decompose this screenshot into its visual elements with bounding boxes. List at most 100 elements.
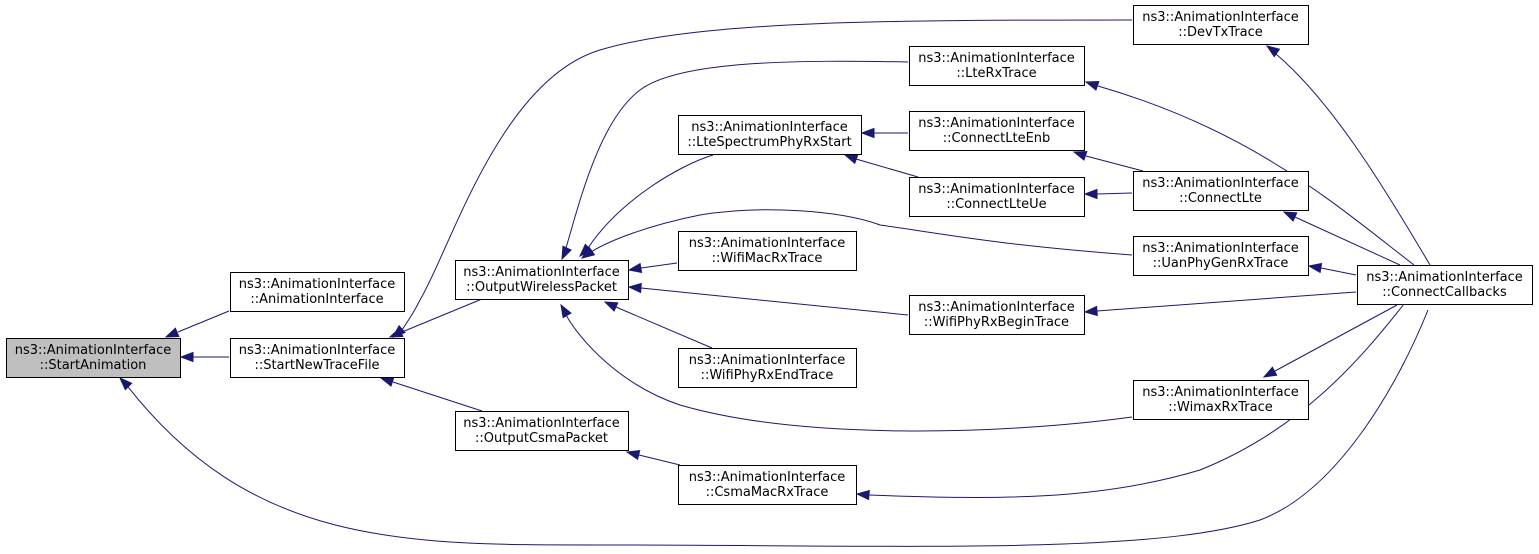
edge-connect_callbacks-to-wimax_rx_trace (1262, 304, 1398, 378)
arrowhead-icon (603, 301, 619, 312)
edge-wifi_mac_rx_trace-to-output_wireless_packet (627, 262, 678, 274)
arrowhead-icon (379, 376, 395, 387)
node-namespace-label: ns3::AnimationInterface (689, 470, 846, 485)
node-method-label: ::UanPhyGenRxTrace (1153, 256, 1289, 271)
edge-wifi_phy_rx_end_trace-to-output_wireless_packet (603, 301, 713, 349)
node-method-label: ::WifiMacRxTrace (712, 251, 823, 266)
edge-line (392, 381, 483, 412)
edge-line (590, 209, 1133, 256)
node-box[interactable] (455, 411, 629, 451)
node-method-label: ::StartNewTraceFile (254, 358, 379, 373)
arrowhead-icon (1083, 188, 1098, 200)
node-namespace-label: ns3::AnimationInterface (918, 116, 1075, 131)
node-box[interactable] (678, 231, 857, 271)
edge-line (868, 303, 1405, 498)
arrowhead-icon (1083, 305, 1098, 317)
edge-connect_callbacks-to-csma_mac_rx_trace (855, 303, 1405, 501)
node-box[interactable] (1133, 380, 1309, 420)
node-namespace-label: ns3::AnimationInterface (1142, 10, 1299, 25)
node-method-label: ::DevTxTrace (1178, 25, 1263, 40)
node-box[interactable] (6, 338, 181, 378)
node-box[interactable] (909, 295, 1085, 335)
node-namespace-label: ns3::AnimationInterface (463, 416, 620, 431)
edge-line (640, 262, 678, 269)
node-namespace-label: ns3::AnimationInterface (239, 277, 396, 292)
arrowhead-icon (179, 351, 194, 363)
nodes-layer: ns3::AnimationInterface::StartAnimationn… (6, 5, 1533, 505)
arrowhead-icon (118, 376, 133, 391)
node-connect-lte-ue[interactable]: ns3::AnimationInterface::ConnectLteUe (909, 177, 1085, 217)
edge-output_csma_packet-to-start_new_trace_file (379, 376, 483, 412)
edge-csma_mac_rx_trace-to-output_csma_packet (625, 449, 681, 466)
edge-line (124, 309, 1429, 547)
node-namespace-label: ns3::AnimationInterface (1366, 270, 1523, 285)
edge-line (855, 158, 919, 178)
node-box[interactable] (678, 348, 857, 388)
edge-connect_lte_ue-to-lte_spectrum_phy_rx_start (843, 154, 919, 178)
edge-line (1275, 53, 1431, 266)
node-connect-lte-enb[interactable]: ns3::AnimationInterface::ConnectLteEnb (909, 111, 1085, 151)
node-box[interactable] (909, 177, 1085, 217)
edge-line (1097, 85, 1415, 266)
node-wimax-rx-trace[interactable]: ns3::AnimationInterface::WimaxRxTrace (1133, 380, 1309, 420)
edge-wimax_rx_trace-to-output_wireless_packet (560, 303, 1133, 432)
edge-line (565, 60, 909, 249)
edge-connect_lte-to-connect_lte_ue (1083, 188, 1133, 200)
node-box[interactable] (1133, 236, 1309, 276)
edge-connect_callbacks-to-connect_lte (1282, 211, 1401, 266)
node-output-csma-packet[interactable]: ns3::AnimationInterface::OutputCsmaPacke… (455, 411, 629, 451)
arrowhead-icon (843, 154, 859, 165)
node-box[interactable] (678, 115, 862, 155)
arrowhead-icon (1282, 211, 1298, 222)
arrowhead-icon (1072, 150, 1088, 161)
edge-line (1096, 291, 1357, 312)
edge-line (640, 287, 909, 316)
node-output-wireless-packet[interactable]: ns3::AnimationInterface::OutputWirelessP… (455, 260, 629, 300)
node-method-label: ::WifiPhyRxBeginTrace (924, 315, 1069, 330)
node-method-label: ::StartAnimation (40, 358, 147, 373)
edge-line (177, 310, 230, 333)
node-csma-mac-rx-trace[interactable]: ns3::AnimationInterface::CsmaMacRxTrace (678, 465, 857, 505)
node-method-label: ::OutputCsmaPacket (475, 431, 608, 446)
edge-connect_lte-to-connect_lte_enb (1072, 150, 1144, 172)
node-namespace-label: ns3::AnimationInterface (691, 120, 848, 135)
node-wifi-phy-rx-end-trace[interactable]: ns3::AnimationInterface::WifiPhyRxEndTra… (678, 348, 857, 388)
node-box[interactable] (678, 465, 857, 505)
arrowhead-icon (627, 262, 643, 274)
node-method-label: ::LteSpectrumPhyRxStart (687, 135, 851, 150)
edge-connect_callbacks-to-start_animation (118, 309, 1429, 547)
arrowhead-icon (855, 489, 870, 501)
node-box[interactable] (909, 46, 1085, 86)
node-method-label: ::ConnectLteUe (946, 197, 1046, 212)
node-animation-interface[interactable]: ns3::AnimationInterface::AnimationInterf… (230, 272, 405, 312)
node-namespace-label: ns3::AnimationInterface (239, 343, 396, 358)
node-box[interactable] (1133, 5, 1309, 45)
node-method-label: ::ConnectCallbacks (1382, 285, 1507, 300)
arrowhead-icon (627, 282, 642, 294)
node-box[interactable] (230, 272, 405, 312)
edge-uan_phy_gen_rx_trace-to-output_wireless_packet (580, 209, 1133, 259)
node-lte-rx-trace[interactable]: ns3::AnimationInterface::LteRxTrace (909, 46, 1085, 86)
node-box[interactable] (1357, 265, 1533, 305)
node-box[interactable] (230, 338, 405, 378)
node-method-label: ::CsmaMacRxTrace (706, 485, 829, 500)
node-namespace-label: ns3::AnimationInterface (689, 353, 846, 368)
node-connect-lte[interactable]: ns3::AnimationInterface::ConnectLte (1133, 171, 1309, 211)
node-uan-phy-gen-rx-trace[interactable]: ns3::AnimationInterface::UanPhyGenRxTrac… (1133, 236, 1309, 276)
edges-layer (118, 19, 1431, 547)
node-box[interactable] (909, 111, 1085, 151)
node-lte-spectrum-phy-rx-start[interactable]: ns3::AnimationInterface::LteSpectrumPhyR… (678, 115, 862, 155)
node-wifi-phy-rx-begin-trace[interactable]: ns3::AnimationInterface::WifiPhyRxBeginT… (909, 295, 1085, 335)
arrowhead-icon (560, 303, 572, 319)
node-box[interactable] (1133, 171, 1309, 211)
node-wifi-mac-rx-trace[interactable]: ns3::AnimationInterface::WifiMacRxTrace (678, 231, 857, 271)
node-box[interactable] (455, 260, 629, 300)
arrowhead-icon (561, 245, 572, 261)
node-start-animation[interactable]: ns3::AnimationInterface::StartAnimation (6, 338, 181, 378)
node-dev-tx-trace[interactable]: ns3::AnimationInterface::DevTxTrace (1133, 5, 1309, 45)
edge-line (1096, 192, 1133, 195)
node-start-new-trace-file[interactable]: ns3::AnimationInterface::StartNewTraceFi… (230, 338, 405, 378)
node-connect-callbacks[interactable]: ns3::AnimationInterface::ConnectCallback… (1357, 265, 1533, 305)
arrowhead-icon (625, 449, 641, 461)
edge-connect_callbacks-to-lte_rx_trace (1084, 80, 1415, 266)
